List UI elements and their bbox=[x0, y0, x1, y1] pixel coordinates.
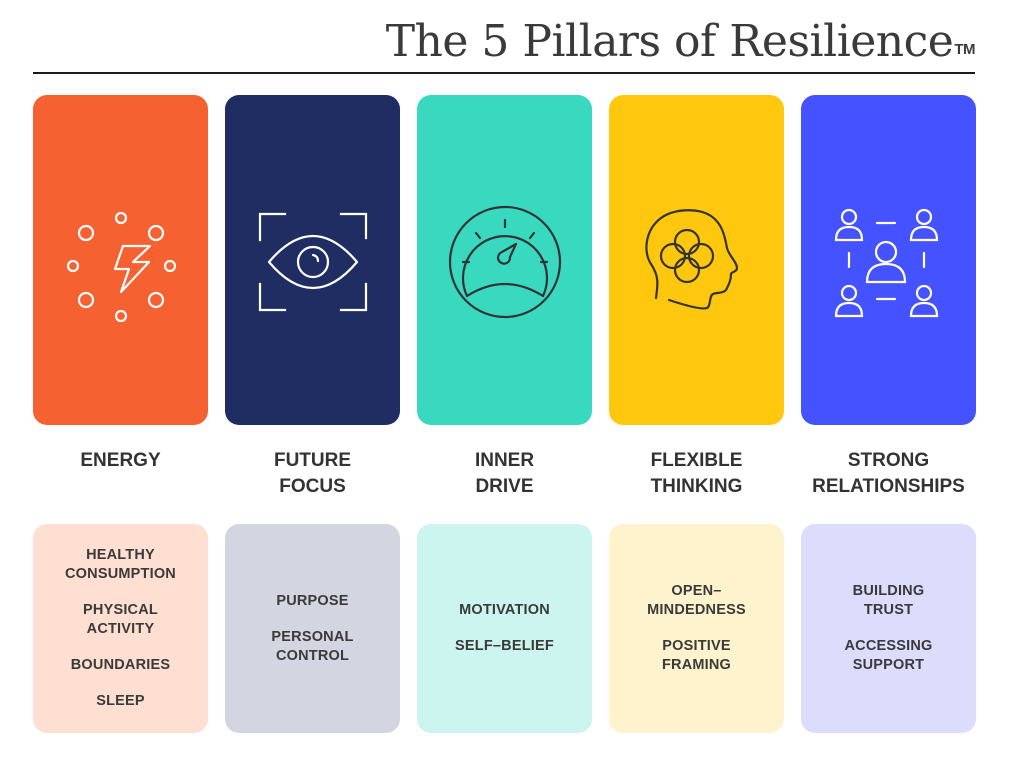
pillar-details-flexible-thinking: OPEN– MINDEDNESS POSITIVE FRAMING bbox=[609, 524, 784, 733]
detail-item-line: MINDEDNESS bbox=[647, 602, 746, 618]
detail-item: ACCESSING SUPPORT bbox=[844, 637, 932, 675]
detail-item-line: SLEEP bbox=[96, 693, 145, 709]
pillar-name-line: INNER bbox=[474, 450, 535, 471]
pillar-inner-drive: INNER DRIVE bbox=[417, 95, 592, 497]
detail-item-line: BOUNDARIES bbox=[70, 657, 171, 673]
detail-item: MOTIVATION bbox=[459, 601, 550, 620]
pillar-name: FLEXIBLE THINKING bbox=[599, 448, 794, 500]
detail-item-line: POSITIVE bbox=[662, 638, 731, 654]
pillar-details-future-focus: PURPOSE PERSONAL CONTROL bbox=[225, 524, 400, 733]
pillar-name: ENERGY bbox=[23, 448, 218, 474]
people-network-icon bbox=[834, 208, 938, 318]
pillar-icon-card bbox=[33, 95, 208, 425]
detail-item-line: BUILDING bbox=[852, 583, 925, 599]
detail-item-line: PURPOSE bbox=[276, 592, 349, 609]
detail-item-line: PERSONAL bbox=[271, 628, 354, 645]
detail-item-line: ACCESSING bbox=[844, 638, 933, 654]
pillar-name-line: FUTURE bbox=[273, 450, 352, 471]
detail-item: OPEN– MINDEDNESS bbox=[647, 582, 746, 620]
detail-item-line: TRUST bbox=[863, 602, 914, 618]
detail-item-line: MOTIVATION bbox=[459, 602, 550, 618]
detail-item: BUILDING TRUST bbox=[853, 582, 925, 620]
title-text: The 5 Pillars of Resilience bbox=[385, 16, 954, 67]
detail-item-line: OPEN– bbox=[671, 583, 722, 599]
person-icon bbox=[834, 284, 863, 318]
person-icon bbox=[909, 208, 938, 242]
pillar-name: STRONG RELATIONSHIPS bbox=[791, 448, 986, 500]
pillar-name-line: RELATIONSHIPS bbox=[812, 476, 965, 497]
pillar-name: FUTURE FOCUS bbox=[215, 448, 410, 500]
pillar-name-line: ENERGY bbox=[80, 450, 161, 471]
lightning-icon bbox=[66, 211, 176, 323]
title-underline bbox=[33, 72, 975, 74]
detail-item: PURPOSE bbox=[276, 592, 348, 611]
gauge-icon bbox=[448, 205, 561, 319]
trademark-mark: TM bbox=[954, 41, 975, 58]
detail-item: SLEEP bbox=[96, 692, 145, 711]
head-icon bbox=[644, 209, 738, 310]
detail-item-line: PHYSICAL bbox=[83, 602, 158, 618]
detail-item-line: HEALTHY bbox=[86, 547, 155, 563]
person-icon bbox=[909, 284, 938, 318]
pillar-details-energy: HEALTHY CONSUMPTION PHYSICAL ACTIVITY BOUN… bbox=[33, 524, 208, 733]
pillar-icon-card bbox=[417, 95, 592, 425]
page-title: The 5 Pillars of ResilienceTM bbox=[385, 14, 976, 70]
pillar-name-line: DRIVE bbox=[475, 476, 534, 497]
person-icon bbox=[834, 208, 863, 242]
pillar-name: INNER DRIVE bbox=[407, 448, 602, 500]
detail-item: HEALTHY CONSUMPTION bbox=[65, 546, 176, 584]
detail-item-line: SELF–BELIEF bbox=[455, 638, 554, 654]
pillar-name-line: FLEXIBLE bbox=[650, 450, 743, 471]
detail-item-line: FRAMING bbox=[661, 657, 732, 673]
detail-item-line: CONTROL bbox=[275, 647, 350, 664]
detail-item: PERSONAL CONTROL bbox=[271, 628, 353, 666]
detail-item: BOUNDARIES bbox=[71, 656, 170, 675]
pillar-strong-relationships: STRONG RELATIONSHIPS bbox=[801, 95, 976, 497]
pillar-details-inner-drive: MOTIVATION SELF–BELIEF bbox=[417, 524, 592, 733]
pillar-icon-card bbox=[609, 95, 784, 425]
detail-item: PHYSICAL ACTIVITY bbox=[83, 601, 158, 639]
center-person-icon bbox=[865, 240, 906, 284]
detail-item-line: ACTIVITY bbox=[86, 621, 155, 637]
pillar-name-line: THINKING bbox=[650, 476, 743, 497]
detail-item: POSITIVE FRAMING bbox=[662, 637, 731, 675]
pillar-icon-card bbox=[225, 95, 400, 425]
pillar-flexible-thinking: FLEXIBLE THINKING bbox=[609, 95, 784, 497]
pillar-details-strong-relationships: BUILDING TRUST ACCESSING SUPPORT bbox=[801, 524, 976, 733]
pillar-name-line: STRONG bbox=[847, 450, 930, 471]
detail-item: SELF–BELIEF bbox=[455, 637, 554, 656]
pillar-energy: ENERGY bbox=[33, 95, 208, 471]
pillar-icon-card bbox=[801, 95, 976, 425]
pillar-future-focus: FUTURE FOCUS bbox=[225, 95, 400, 497]
detail-item-line: SUPPORT bbox=[852, 657, 925, 673]
pillar-name-line: FOCUS bbox=[279, 476, 346, 497]
detail-item-line: CONSUMPTION bbox=[65, 566, 176, 582]
eye-icon bbox=[258, 212, 367, 312]
